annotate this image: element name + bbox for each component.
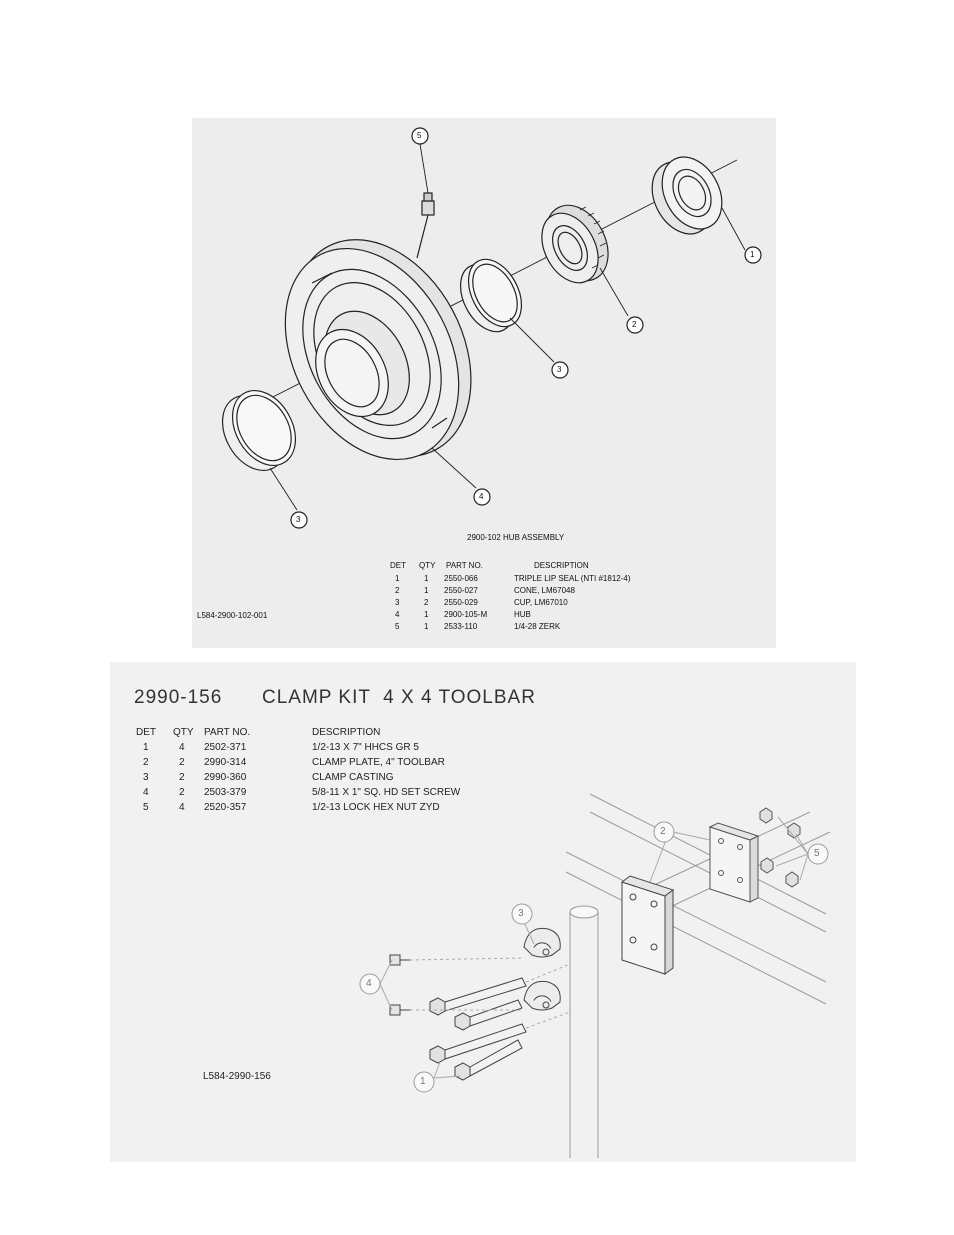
header-part: PART NO. bbox=[204, 727, 251, 738]
header-qty: QTY bbox=[173, 727, 194, 738]
header-desc: DESCRIPTION bbox=[534, 561, 589, 570]
hub-drawing-ref: L584-2900-102-001 bbox=[197, 611, 268, 620]
vertical-pipe bbox=[569, 905, 599, 1158]
callout-4: 4 bbox=[366, 978, 372, 989]
clamp-plate-front bbox=[620, 875, 675, 975]
cup-part-lower bbox=[221, 390, 297, 471]
callout-1: 1 bbox=[750, 250, 755, 259]
header-qty: QTY bbox=[419, 561, 436, 570]
header-desc: DESCRIPTION bbox=[312, 727, 381, 738]
clamp-drawing-ref: L584-2990-156 bbox=[203, 1071, 271, 1082]
callout-5: 5 bbox=[417, 131, 422, 140]
callout-2: 2 bbox=[632, 320, 637, 329]
zerk-part bbox=[416, 192, 435, 259]
clamp-exploded-drawing bbox=[359, 793, 831, 1158]
hex-bolts bbox=[429, 977, 527, 1081]
hub-assembly-title: 2900-102 HUB ASSEMBLY bbox=[467, 533, 565, 542]
seal-part bbox=[651, 156, 723, 235]
clamp-plate-rear bbox=[708, 822, 760, 903]
clamp-kit-panel: 2990-156 CLAMP KIT 4 X 4 TOOLBAR DET QTY… bbox=[110, 662, 856, 1162]
header-det: DET bbox=[136, 727, 156, 738]
clamp-castings bbox=[523, 927, 561, 1011]
callout-2: 2 bbox=[660, 826, 666, 837]
hub-exploded-drawing bbox=[221, 127, 762, 529]
callout-1: 1 bbox=[420, 1076, 426, 1087]
callout-3: 3 bbox=[518, 908, 524, 919]
set-screws bbox=[389, 954, 410, 1016]
callout-5: 5 bbox=[814, 848, 820, 859]
callout-3-lower: 3 bbox=[296, 515, 301, 524]
callout-3: 3 bbox=[557, 365, 562, 374]
callout-4: 4 bbox=[479, 492, 484, 501]
header-det: DET bbox=[390, 561, 406, 570]
hub-part bbox=[284, 239, 472, 461]
clamp-title-text: CLAMP KIT 4 X 4 TOOLBAR bbox=[262, 687, 536, 708]
hub-assembly-panel: 5 1 2 3 4 3 2900-102 HUB ASSEMBLY DET QT… bbox=[192, 118, 776, 648]
cone-part bbox=[541, 204, 609, 284]
hex-nuts bbox=[759, 807, 801, 888]
cup-part-upper bbox=[459, 258, 523, 333]
header-part: PART NO. bbox=[446, 561, 483, 570]
clamp-title-number: 2990-156 bbox=[134, 687, 223, 708]
